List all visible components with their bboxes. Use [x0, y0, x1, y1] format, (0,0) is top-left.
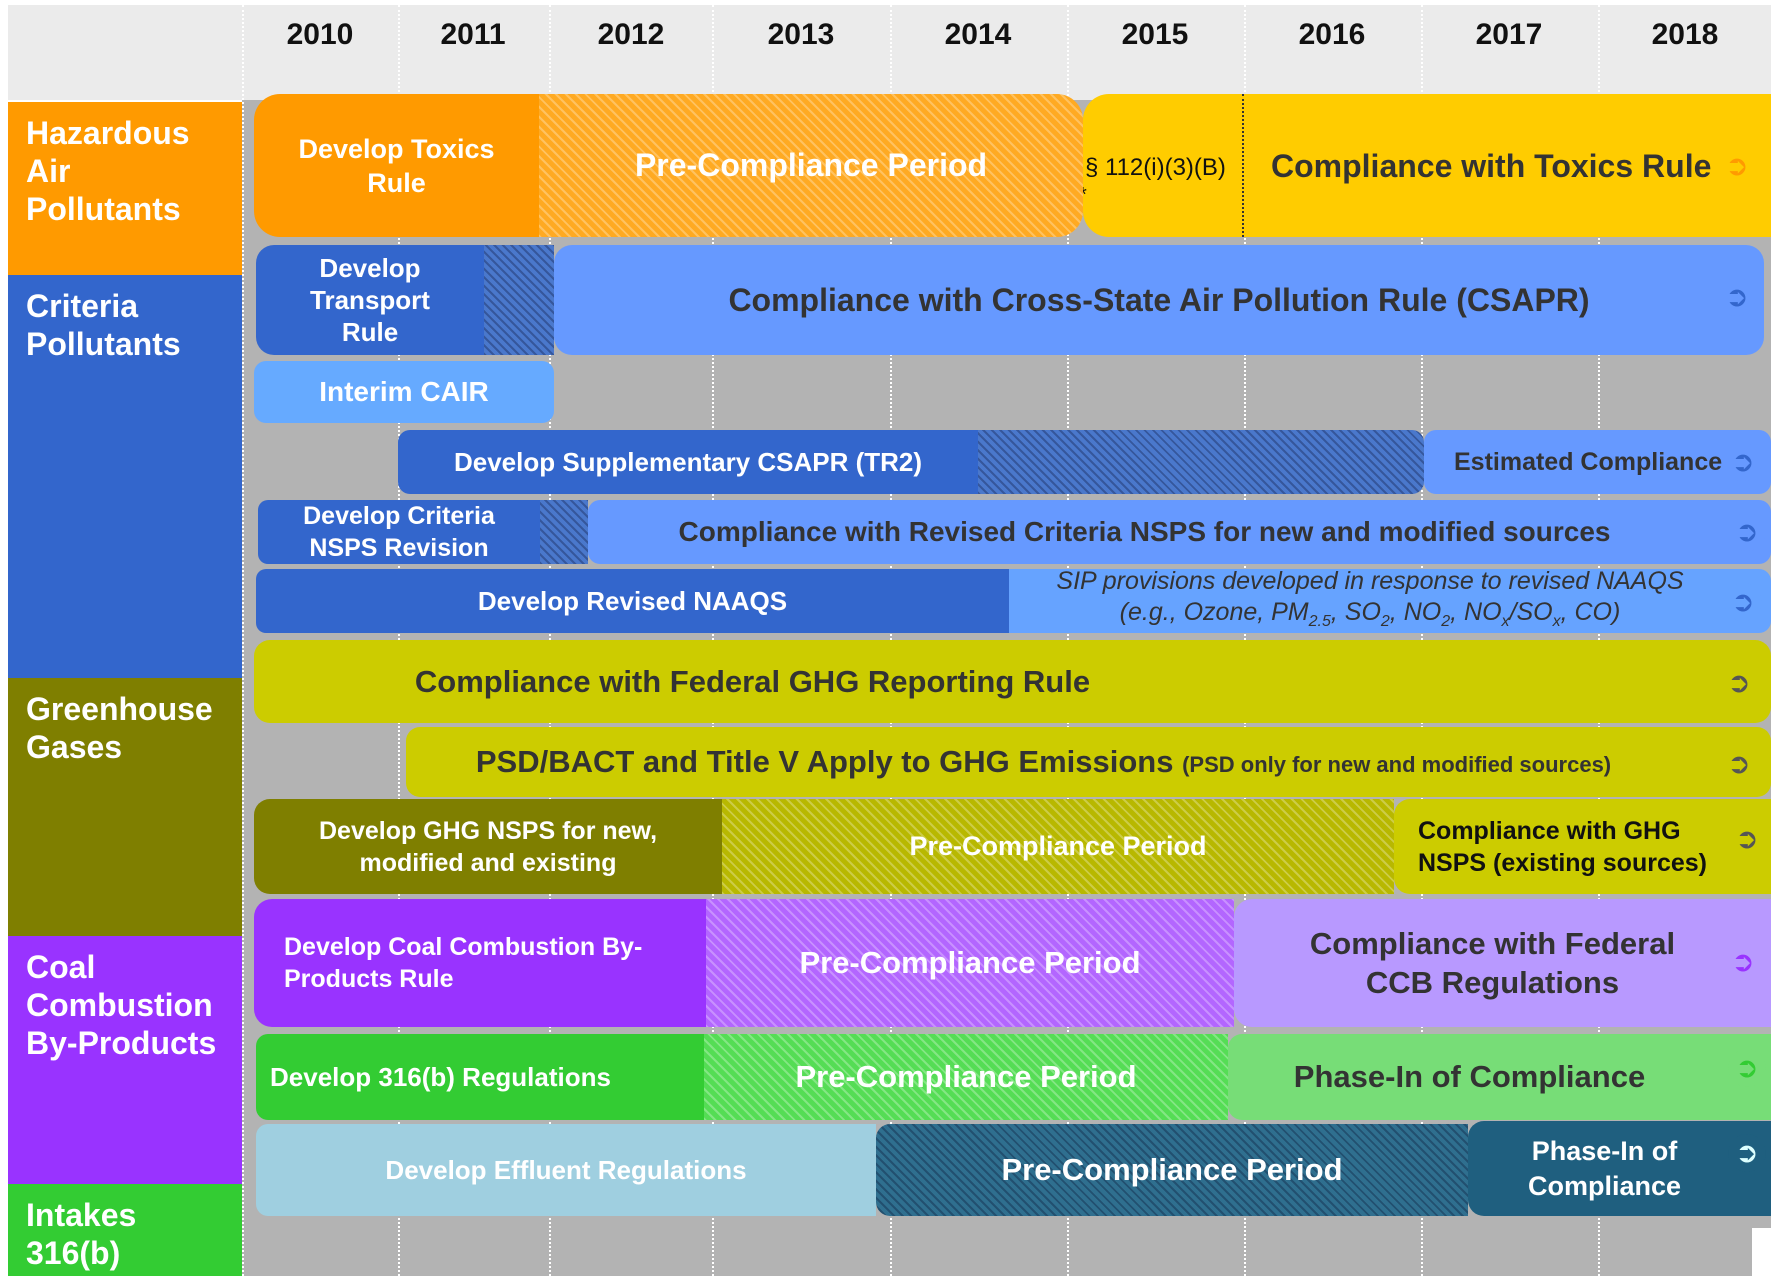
category-greenhouse-gases: Greenhouse Gases	[8, 678, 242, 936]
ccb-pre-compliance-bar: Pre-Compliance Period	[706, 899, 1234, 1027]
estimated-compliance-bar: Estimated Compliance	[1424, 430, 1771, 494]
year-label: 2013	[767, 18, 835, 51]
ghg-reporting-bar: Compliance with Federal GHG Reporting Ru…	[254, 640, 1771, 723]
sip-line-1: SIP provisions developed in response to …	[1056, 569, 1684, 595]
continue-arrow-icon: ➲	[1728, 820, 1766, 858]
transport-gap-bar	[484, 245, 554, 355]
section-divider	[1242, 94, 1244, 237]
year-label: 2010	[286, 18, 354, 51]
compliance-toxics-label: Compliance with Toxics Rule	[1271, 148, 1712, 184]
gridline	[242, 5, 244, 1276]
category-coal-combustion-by-products: Coal Combustion By-Products	[8, 936, 242, 1184]
compliance-csapr-bar: Compliance with Cross-State Air Pollutio…	[554, 245, 1764, 355]
continue-arrow-icon: ➲	[1718, 278, 1756, 316]
year-label: 2017	[1475, 18, 1543, 51]
corner-blank	[1752, 1228, 1771, 1276]
sip-line-2: (e.g., Ozone, PM2.5, SO2, NO2, NOx/SOx, …	[1119, 597, 1621, 630]
sip-provisions-bar: SIP provisions developed in response to …	[1009, 569, 1771, 633]
continue-arrow-icon: ➲	[1728, 1134, 1766, 1172]
continue-arrow-icon: ➲	[1724, 583, 1762, 621]
section-112-label: § 112(i)(3)(B)	[1085, 154, 1226, 181]
develop-toxics-rule-bar: Develop Toxics Rule	[254, 94, 539, 237]
continue-arrow-icon: ➲	[1724, 943, 1762, 981]
develop-effluent-regulations-bar: Develop Effluent Regulations	[256, 1124, 876, 1216]
nsps-gap-bar	[540, 500, 588, 564]
tr2-gap-bar	[978, 430, 1424, 494]
phase-in-compliance-316b-bar: Phase-In of Compliance	[1228, 1034, 1771, 1120]
develop-ccb-rule-bar: Develop Coal Combustion By-Products Rule	[254, 899, 706, 1027]
interim-cair-bar: Interim CAIR	[254, 361, 554, 423]
continue-arrow-icon: ➲	[1718, 147, 1756, 185]
continue-arrow-icon: ➲	[1728, 1049, 1766, 1087]
section-footnote-star: *	[1083, 184, 1087, 207]
develop-criteria-nsps-bar: Develop Criteria NSPS Revision	[258, 500, 540, 564]
compliance-toxics-rule-bar: § 112(i)(3)(B) * Compliance with Toxics …	[1083, 94, 1771, 237]
year-label: 2018	[1651, 18, 1719, 51]
compliance-ccb-bar: Compliance with Federal CCB Regulations	[1234, 899, 1771, 1027]
compliance-criteria-nsps-bar: Compliance with Revised Criteria NSPS fo…	[588, 500, 1771, 564]
category-criteria-pollutants: Criteria Pollutants	[8, 275, 242, 678]
effluent-pre-compliance-bar: Pre-Compliance Period	[876, 1124, 1468, 1216]
continue-arrow-icon: ➲	[1728, 513, 1766, 551]
develop-revised-naaqs-bar: Develop Revised NAAQS	[256, 569, 1009, 633]
year-label: 2016	[1298, 18, 1366, 51]
hap-pre-compliance-bar: Pre-Compliance Period	[539, 94, 1083, 237]
continue-arrow-icon: ➲	[1724, 443, 1762, 481]
ghg-nsps-pre-compliance-bar: Pre-Compliance Period	[722, 799, 1394, 894]
year-label: 2012	[597, 18, 665, 51]
year-label: 2015	[1121, 18, 1189, 51]
develop-tr2-bar: Develop Supplementary CSAPR (TR2)	[398, 430, 978, 494]
continue-arrow-icon: ➲	[1720, 664, 1758, 702]
year-label: 2011	[440, 18, 506, 51]
intake-pre-compliance-bar: Pre-Compliance Period	[704, 1034, 1228, 1120]
phase-in-compliance-effluent-bar: Phase-In of Compliance	[1468, 1121, 1771, 1216]
year-header-band	[8, 5, 1771, 100]
psd-bact-title-v-bar: PSD/BACT and Title V Apply to GHG Emissi…	[406, 727, 1771, 797]
category-hazardous-air-pollutants: Hazardous Air Pollutants	[8, 102, 242, 275]
continue-arrow-icon: ➲	[1720, 745, 1758, 783]
compliance-ghg-nsps-bar: Compliance with GHG NSPS (existing sourc…	[1394, 799, 1771, 894]
develop-ghg-nsps-bar: Develop GHG NSPS for new, modified and e…	[254, 799, 722, 894]
category-intakes-316b: Intakes 316(b)	[8, 1184, 242, 1276]
develop-316b-bar: Develop 316(b) Regulations	[256, 1034, 704, 1120]
year-label: 2014	[944, 18, 1012, 51]
develop-transport-rule-bar: Develop Transport Rule	[256, 245, 484, 355]
